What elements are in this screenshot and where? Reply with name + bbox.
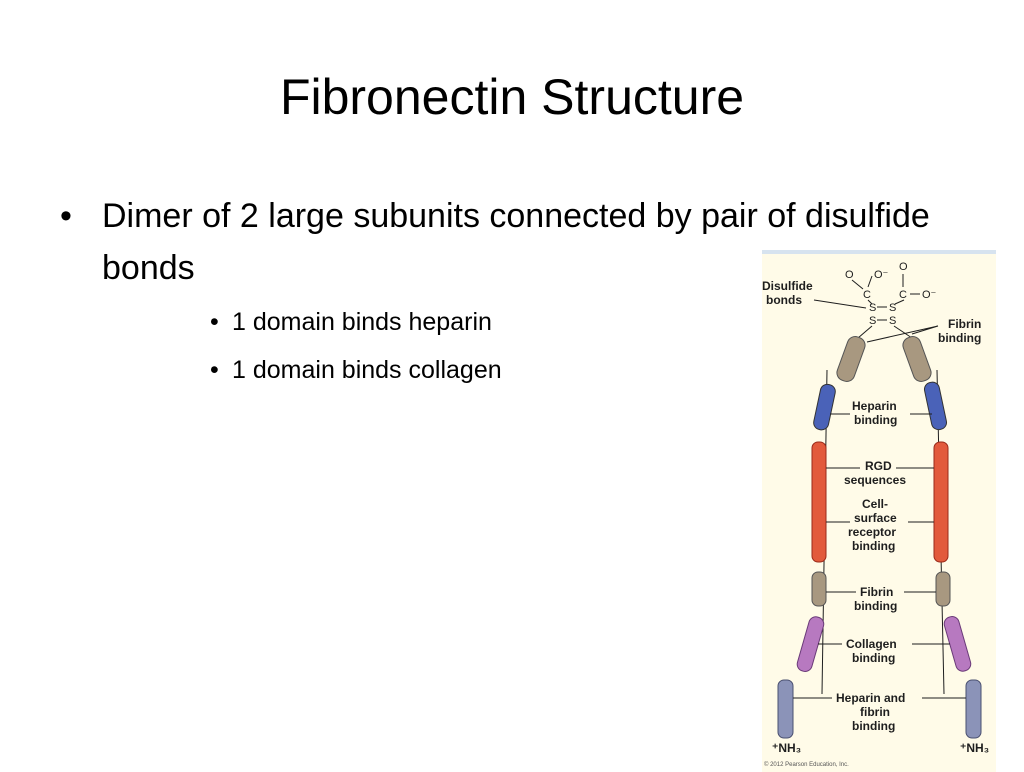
cell-surface-label: surface (854, 511, 897, 525)
sulfur-label: S (869, 315, 876, 327)
sulfur-label: S (889, 302, 896, 314)
heparin-fibrin-domain (777, 679, 794, 739)
cell-surface-label: Cell- (862, 497, 888, 511)
heparin-fibrin-domain (965, 679, 982, 739)
left-chain (777, 336, 866, 739)
heparin-fibrin-label: fibrin (860, 705, 890, 719)
copyright-text: © 2012 Pearson Education, Inc. (764, 761, 849, 768)
fibrin-binding-label: binding (854, 599, 897, 613)
n-terminus-label: ⁺NH₃ (960, 741, 989, 755)
leader-line (866, 325, 939, 343)
fibrin-domain (935, 571, 951, 607)
carbon-label: C (863, 289, 871, 301)
bond-lines (851, 274, 920, 339)
leader-line (813, 299, 867, 309)
sulfur-label: S (869, 302, 876, 314)
sub-bullet-list: 1 domain binds heparin 1 domain binds co… (102, 298, 990, 394)
fibrin-binding-label: binding (938, 331, 981, 345)
carbon-label: C (899, 289, 907, 301)
fibrin-domain (811, 571, 827, 607)
fibrin-binding-label: Fibrin (860, 585, 893, 599)
rgd-label: sequences (844, 473, 906, 487)
oxygen-label: O (899, 261, 908, 273)
bullet-list: Dimer of 2 large subunits connected by p… (60, 190, 990, 394)
cell-binding-domain (933, 441, 949, 563)
oxide-label: O⁻ (874, 269, 889, 281)
collagen-domain (943, 616, 972, 672)
fibronectin-diagram: O O⁻ O C C O⁻ S S S S Disulfide bonds Fi… (762, 250, 996, 772)
fibrin-binding-label: Fibrin (948, 317, 981, 331)
sub-bullet-item: 1 domain binds collagen (210, 346, 990, 394)
collagen-binding-label: binding (852, 651, 895, 665)
rgd-label: RGD (865, 459, 892, 473)
heparin-binding-label: Heparin (852, 399, 897, 413)
heparin-domain (813, 383, 836, 431)
right-chain (902, 336, 982, 739)
sulfur-label: S (889, 315, 896, 327)
disulfide-label: bonds (766, 293, 802, 307)
fibrin-domain (902, 336, 932, 382)
cell-surface-label: receptor (848, 525, 896, 539)
heparin-fibrin-label: binding (852, 719, 895, 733)
oxide-label: O⁻ (922, 289, 937, 301)
slide-title: Fibronectin Structure (279, 69, 745, 125)
cell-surface-label: binding (852, 539, 895, 553)
sub-bullet-item: 1 domain binds heparin (210, 298, 990, 346)
bullet-item: Dimer of 2 large subunits connected by p… (60, 190, 990, 394)
cell-binding-domain (811, 441, 827, 563)
bullet-text: Dimer of 2 large subunits connected by p… (102, 197, 930, 287)
oxygen-label: O (845, 269, 854, 281)
heparin-domain (923, 381, 948, 431)
fibronectin-svg: O O⁻ O C C O⁻ S S S S Disulfide bonds Fi… (762, 261, 989, 768)
collagen-binding-label: Collagen (846, 637, 897, 651)
disulfide-label: Disulfide (762, 279, 813, 293)
n-terminus-label: ⁺NH₃ (772, 741, 801, 755)
collagen-domain (796, 616, 825, 672)
fibrin-domain (836, 336, 866, 382)
heparin-binding-label: binding (854, 413, 897, 427)
heparin-fibrin-label: Heparin and (836, 691, 905, 705)
